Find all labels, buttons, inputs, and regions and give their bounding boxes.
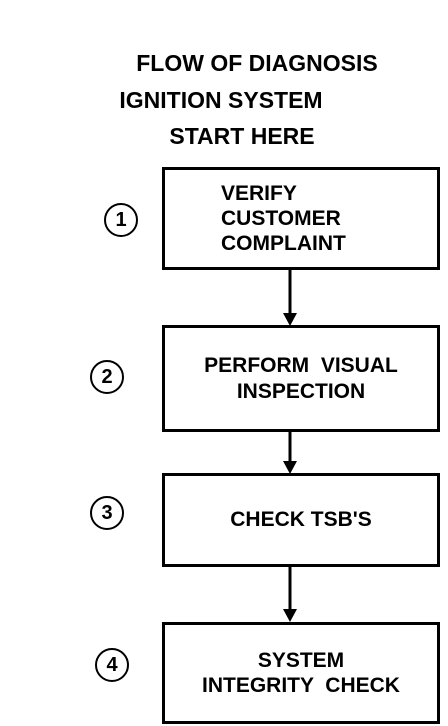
step-1-line-1: VERIFY	[221, 181, 297, 205]
diagram-title-line-1: FLOW OF DIAGNOSIS	[136, 50, 378, 76]
arrowhead-3-4	[283, 609, 297, 622]
step-box-verify-complaint: VERIFY CUSTOMER COMPLAINT	[162, 167, 440, 270]
step-box-visual-inspection: PERFORM VISUAL INSPECTION	[162, 325, 440, 432]
step-box-system-integrity-check: SYSTEM INTEGRITY CHECK	[162, 622, 440, 724]
step-3-line-1: CHECK TSB'S	[230, 508, 372, 532]
step-2-line-1: PERFORM VISUAL	[204, 354, 398, 378]
step-number-3: 3	[90, 496, 124, 530]
step-4-line-1: SYSTEM	[257, 648, 345, 672]
start-here-label: START HERE	[169, 123, 315, 149]
step-2-line-2: INSPECTION	[236, 379, 366, 403]
step-number-4: 4	[95, 648, 129, 682]
step-number-2: 2	[90, 360, 124, 394]
step-number-1: 1	[104, 203, 138, 237]
step-1-line-3: COMPLAINT	[221, 232, 346, 256]
step-4-line-2: INTEGRITY CHECK	[202, 674, 400, 697]
step-1-line-2: CUSTOMER	[221, 206, 341, 230]
diagram-title-line-2: IGNITION SYSTEM	[119, 87, 323, 113]
step-box-check-tsbs: CHECK TSB'S	[162, 473, 440, 567]
